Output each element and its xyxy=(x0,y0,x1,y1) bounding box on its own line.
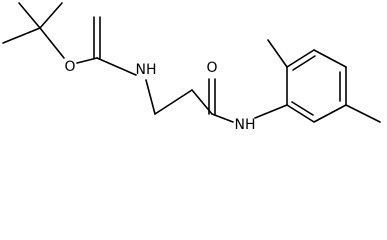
bond-carbamate-c-to-nh xyxy=(96,57,137,76)
ring-bond-c2-c3 xyxy=(286,49,315,68)
chemical-structure: O NH O NH xyxy=(2,2,381,133)
carbamate-group xyxy=(76,16,137,76)
atom-label-ether-oxygen: O xyxy=(64,59,75,75)
amide-group xyxy=(208,78,288,123)
atom-label-amide-nh: NH xyxy=(235,117,256,133)
ring-bond-c5-c6 xyxy=(313,104,347,123)
bond-ring-to-methyl-ortho xyxy=(267,39,288,68)
ethylene-linker xyxy=(145,79,213,115)
ring-inner-double-c2-c3 xyxy=(292,55,316,71)
bond-amide-c-to-nh xyxy=(211,113,234,123)
bond-tbu-methyl-top-right xyxy=(39,2,63,29)
atom-label-amide-oxygen: O xyxy=(206,60,217,76)
bond-tbu-methyl-top-left xyxy=(18,2,41,29)
bond-ring-to-methyl-meta xyxy=(345,104,381,123)
bond-tbu-to-oxygen xyxy=(39,27,65,59)
bond-ether-o-to-carbonyl-c xyxy=(76,57,98,64)
ring-bond-c6-c1 xyxy=(286,104,315,123)
bond-tbu-methyl-left xyxy=(2,27,41,44)
bond-ch2-to-ch2 xyxy=(154,89,193,115)
ring-bond-c3-c4 xyxy=(313,49,347,68)
dimethylphenyl-ring xyxy=(267,39,381,123)
tert-butyl-group xyxy=(2,2,65,59)
bond-nh-to-ch2 xyxy=(145,79,156,115)
atom-label-carbamate-nh: NH xyxy=(136,62,157,78)
bond-nh-to-ring xyxy=(254,104,288,119)
ring-inner-double-c6-c1 xyxy=(291,101,314,116)
